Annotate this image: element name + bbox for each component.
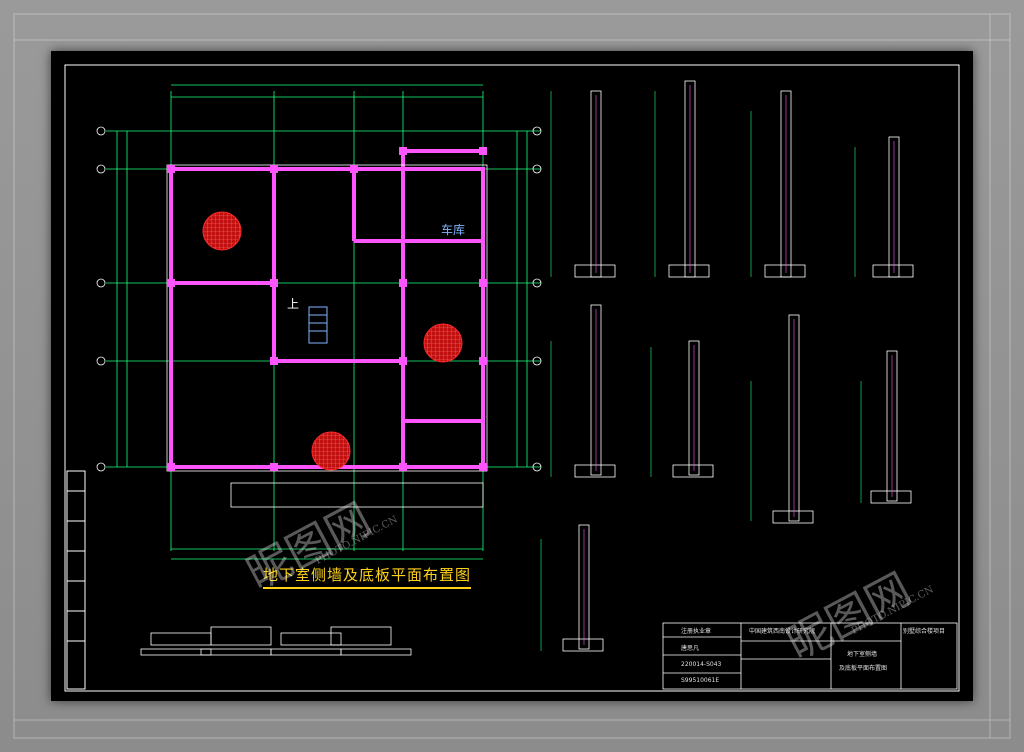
plan-title: 地下室侧墙及底板平面布置图 [263, 566, 472, 584]
tb-reg-name: 唐思凡 [681, 645, 700, 652]
tb-institute: 中国建筑西南设计研究院 [749, 628, 816, 635]
tb-drawing-name-2: 及底板平面布置图 [839, 665, 888, 672]
garage-label: 车库 [441, 223, 466, 237]
basement-walls [169, 149, 485, 469]
title-block: 注册执业章 中国建筑西南设计研究院 唐思凡 220014-S043 S99510… [663, 623, 967, 695]
axis-bubbles [96, 126, 542, 472]
stair-up-label: 上 [287, 297, 300, 311]
tb-drawing-name-1: 地下室侧墙 [847, 651, 878, 658]
wall-sections [562, 80, 914, 652]
wall-inner-lines [166, 164, 488, 508]
columns [167, 147, 487, 471]
drawing-sheet[interactable]: 地下室侧墙及底板平面布置图 车库 上 注册执业章 中国建筑西南设计研究院 唐思凡… [51, 51, 973, 701]
sump-hatches [202, 211, 463, 471]
tb-reg-header: 注册执业章 [681, 628, 712, 635]
stair-symbol [308, 306, 328, 344]
tb-project: 别墅综合楼项目 [903, 628, 946, 635]
foundation-details [140, 626, 412, 656]
tb-cert-number: S99510061E [681, 677, 720, 684]
sheet-border [64, 64, 960, 692]
tb-reg-number: 220014-S043 [681, 661, 722, 668]
section-leaders [540, 91, 862, 651]
cad-drawing [64, 64, 960, 692]
title-block-frame [662, 622, 958, 690]
section-rebar [583, 85, 895, 645]
plan-title-underline [263, 587, 471, 589]
